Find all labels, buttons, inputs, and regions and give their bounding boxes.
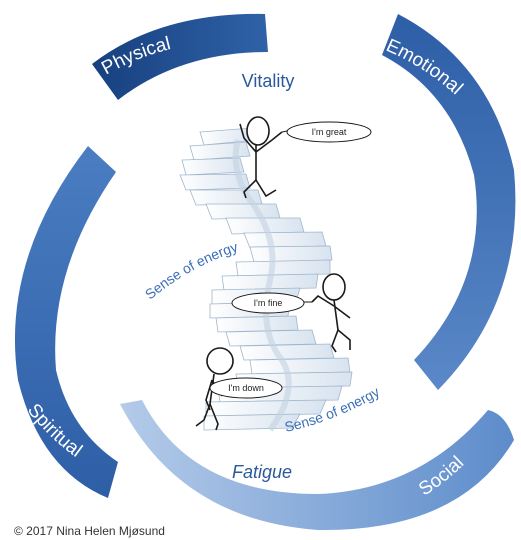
figure-fine [311,273,351,353]
spiritual-arc [14,146,118,498]
emotional-arc [382,14,516,390]
speech-bubble-fine: I'm fine [231,292,312,314]
fatigue-label: Fatigue [232,462,292,482]
vitality-label: Vitality [242,71,295,91]
speech-bubble-great: I'm great [281,121,372,143]
speech-down-text: I'm down [228,383,264,393]
speech-great-text: I'm great [312,127,347,137]
speech-fine-text: I'm fine [254,298,283,308]
speech-bubble-down: I'm down [209,377,283,399]
social-arc [120,400,514,531]
figure-great [239,116,283,199]
physical-arc [92,13,268,100]
copyright-text: © 2017 Nina Helen Mjøsund [14,524,165,538]
